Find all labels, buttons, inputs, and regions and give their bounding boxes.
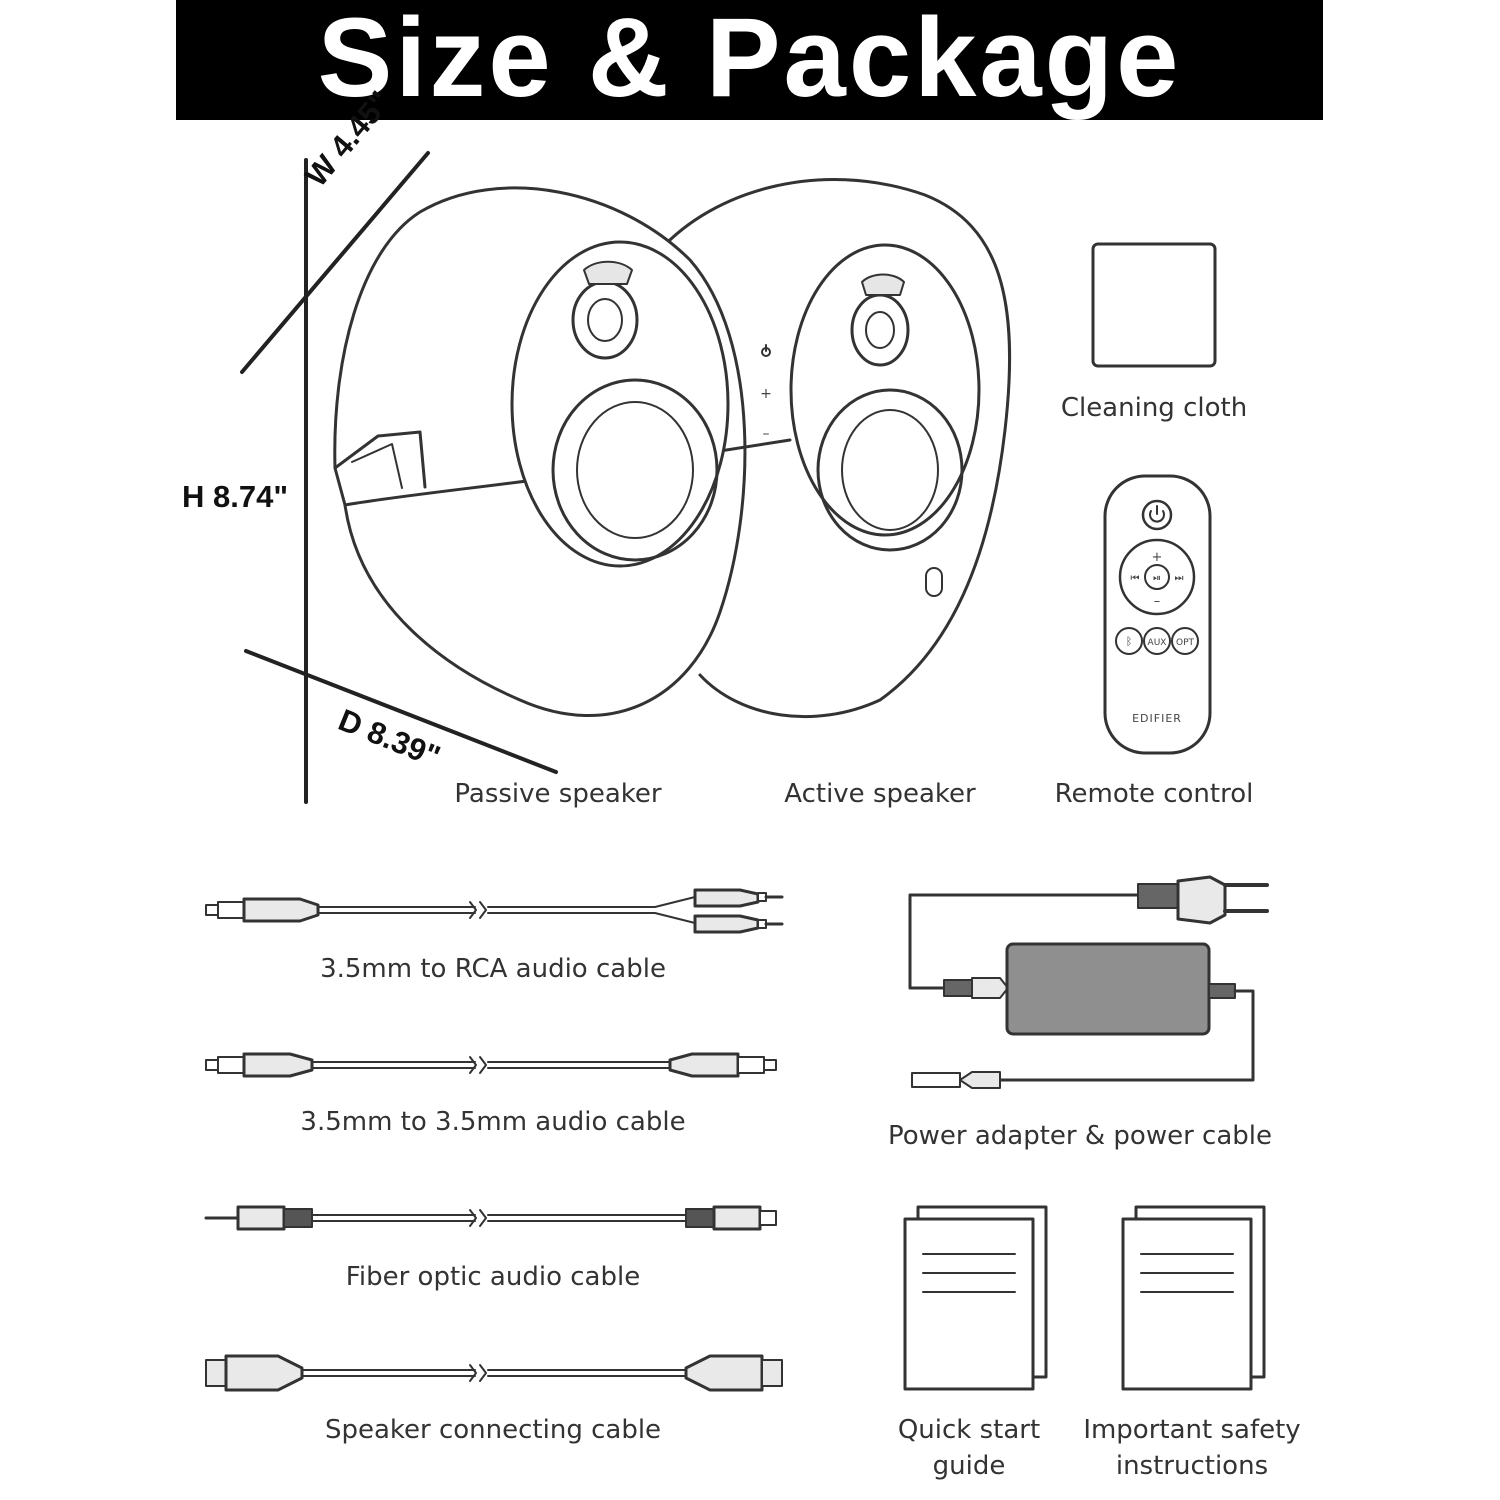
remote-bluetooth-icon: ᛒ bbox=[1126, 635, 1133, 648]
speaker-cable-label: Speaker connecting cable bbox=[324, 1415, 662, 1445]
title-bar: Size & Package bbox=[176, 0, 1323, 120]
passive-speaker-label: Passive speaker bbox=[454, 779, 662, 809]
cleaning-cloth-illustration bbox=[1091, 242, 1217, 368]
speaker-cable-illustration bbox=[205, 1354, 783, 1392]
width-dimension-line bbox=[240, 151, 430, 374]
active-speaker-label: Active speaker bbox=[784, 779, 976, 809]
cleaning-cloth-label: Cleaning cloth bbox=[1060, 393, 1248, 423]
remote-control-label: Remote control bbox=[1054, 779, 1254, 809]
remote-opt-label: OPT bbox=[1176, 638, 1195, 648]
safety-instructions-line-1: Important safety bbox=[1083, 1415, 1301, 1445]
remote-play-pause-icon: ⏯ bbox=[1153, 573, 1161, 584]
remote-next-icon: ⏭ bbox=[1175, 573, 1184, 584]
optical-cable-illustration bbox=[204, 1205, 777, 1231]
quick-start-guide-line-2: guide bbox=[932, 1451, 1006, 1481]
remote-plus-label: + bbox=[1152, 550, 1163, 565]
drawing-small-text: + – + – ⏮ ⏯ ⏭ ᛒ AUX OPT EDIFIER bbox=[760, 386, 1194, 725]
power-adapter-label: Power adapter & power cable bbox=[887, 1121, 1272, 1151]
active-speaker-touch-buttons bbox=[761, 344, 771, 357]
quick-start-guide-line-1: Quick start bbox=[897, 1415, 1041, 1445]
quick-start-guide-illustration bbox=[903, 1205, 1048, 1391]
dimension-lines bbox=[240, 151, 558, 804]
speaker-minus-button: – bbox=[763, 426, 770, 442]
aux-cable-label: 3.5mm to 3.5mm audio cable bbox=[300, 1107, 686, 1137]
depth-dimension-line bbox=[244, 649, 558, 774]
optical-cable-label: Fiber optic audio cable bbox=[345, 1262, 641, 1292]
passive-speaker-illustration bbox=[333, 186, 792, 717]
page-title: Size & Package bbox=[317, 0, 1182, 120]
remote-brand-logo: EDIFIER bbox=[1132, 712, 1182, 725]
power-adapter-illustration bbox=[908, 875, 1269, 1089]
rca-cable-label: 3.5mm to RCA audio cable bbox=[320, 954, 666, 984]
safety-instructions-illustration bbox=[1121, 1205, 1266, 1391]
remote-control-illustration bbox=[1103, 474, 1212, 755]
speaker-plus-button: + bbox=[760, 386, 772, 402]
remote-prev-icon: ⏮ bbox=[1131, 573, 1140, 584]
aux-cable-illustration bbox=[205, 1052, 777, 1078]
remote-minus-label: – bbox=[1154, 594, 1161, 609]
quick-start-guide-label: Quick start guide bbox=[869, 1412, 1069, 1484]
safety-instructions-label: Important safety instructions bbox=[1062, 1412, 1322, 1484]
height-dimension-label: H 8.74" bbox=[182, 479, 289, 514]
remote-aux-label: AUX bbox=[1148, 638, 1167, 648]
rca-cable-illustration bbox=[205, 888, 784, 934]
safety-instructions-line-2: instructions bbox=[1115, 1451, 1269, 1481]
active-speaker-illustration bbox=[648, 178, 1012, 719]
